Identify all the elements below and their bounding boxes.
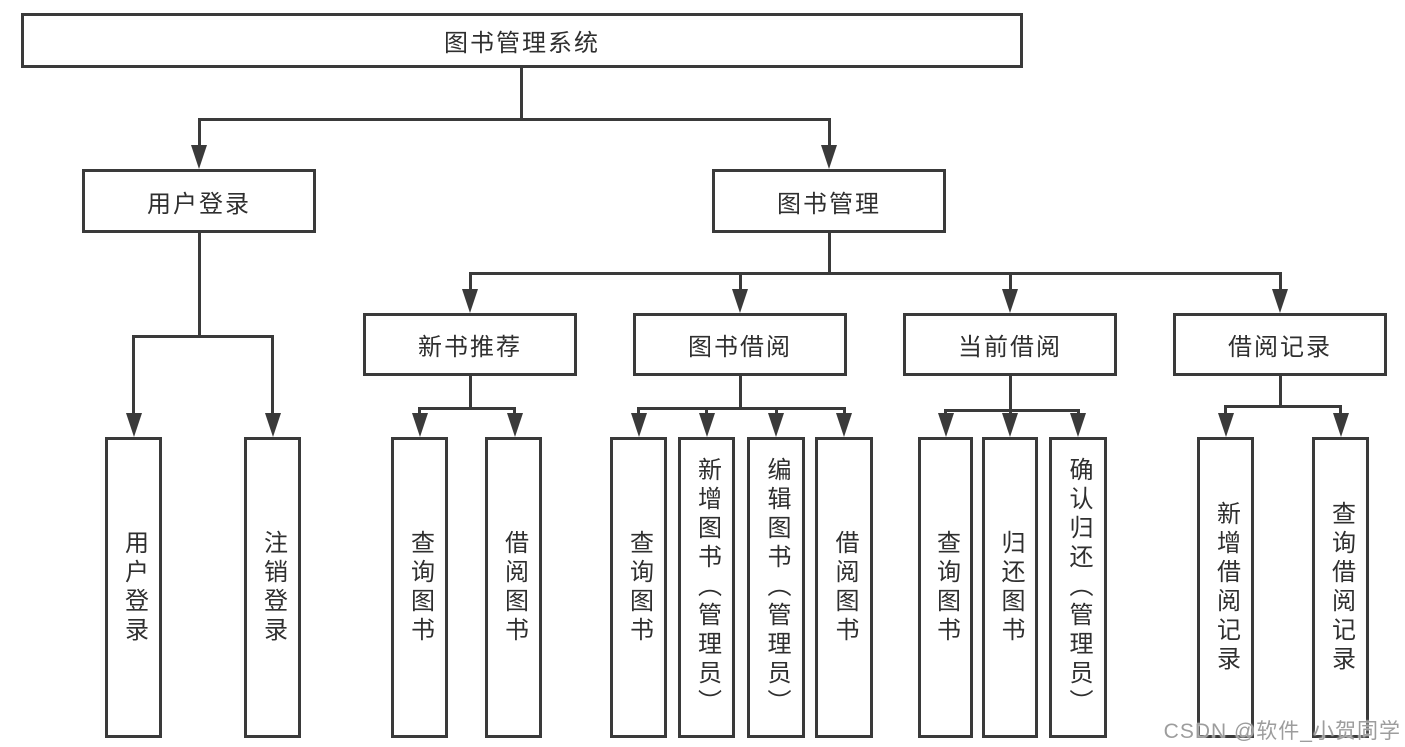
arrowhead-icon (462, 289, 478, 313)
leaf-return-books: 归还图书 (982, 437, 1038, 738)
leaf-add-borrow-record: 新增借阅记录 (1197, 437, 1254, 738)
arrowhead-icon (191, 145, 207, 169)
connector-bus (418, 407, 516, 410)
leaf-label: 查询图书 (932, 529, 960, 646)
leaf-label: 用户登录 (120, 529, 148, 646)
node-label: 用户登录 (147, 190, 251, 218)
arrowhead-icon (836, 413, 852, 437)
connector-drop (705, 407, 708, 415)
node-label: 当前借阅 (958, 334, 1062, 361)
connector-stem (197, 233, 201, 338)
leaf-borrow-books: 借阅图书 (815, 437, 873, 738)
connector-drop (132, 335, 135, 415)
leaf-add-books-admin: 新增图书（管理员） (678, 437, 735, 738)
arrowhead-icon (1332, 413, 1349, 437)
connector-root-stem (519, 68, 523, 120)
connector-stem (827, 233, 831, 275)
node-label: 图书管理系统 (444, 30, 600, 57)
connector-root-bus (197, 118, 831, 121)
connector-stem (1278, 376, 1282, 408)
leaf-label: 借阅图书 (500, 529, 528, 646)
leaf-label: 新增图书（管理员） (693, 457, 721, 718)
arrowhead-icon (937, 413, 954, 437)
arrowhead-icon (768, 413, 784, 437)
leaf-confirm-return-admin: 确认归还（管理员） (1049, 437, 1107, 738)
leaf-label: 注销登录 (259, 529, 287, 646)
node-current-borrow: 当前借阅 (903, 313, 1117, 376)
connector-drop (738, 272, 742, 294)
connector-bus (637, 407, 846, 410)
leaf-label: 查询图书 (406, 529, 434, 646)
leaf-query-books-recommend: 查询图书 (391, 437, 448, 738)
leaf-edit-books-admin: 编辑图书（管理员） (747, 437, 805, 738)
arrowhead-icon (1002, 289, 1018, 313)
leaf-label: 归还图书 (997, 529, 1024, 646)
leaf-label: 确认归还（管理员） (1065, 457, 1092, 718)
connector-drop (1008, 409, 1012, 415)
arrowhead-icon (821, 145, 837, 169)
node-borrow-records: 借阅记录 (1173, 313, 1387, 376)
arrowhead-icon (1272, 289, 1288, 313)
node-label: 借阅记录 (1228, 334, 1332, 361)
leaf-label: 查询借阅记录 (1327, 500, 1355, 675)
connector-bus (1224, 405, 1342, 408)
leaf-borrow-books-recommend: 借阅图书 (485, 437, 542, 738)
leaf-query-books-current: 查询图书 (918, 437, 973, 738)
node-book-management: 图书管理 (712, 169, 946, 233)
connector-drop (1339, 405, 1342, 415)
arrowhead-icon (411, 413, 428, 437)
arrowhead-icon (264, 413, 281, 437)
node-new-book-recommend: 新书推荐 (363, 313, 577, 376)
connector-stem (738, 376, 742, 410)
connector-stem (1008, 376, 1012, 412)
connector-drop (197, 118, 201, 148)
arrowhead-icon (506, 413, 523, 437)
connector-drop (827, 118, 831, 148)
node-label: 图书管理 (777, 190, 881, 218)
leaf-user-login: 用户登录 (105, 437, 162, 738)
arrowhead-icon (698, 413, 715, 437)
connector-drop (513, 407, 516, 415)
arrowhead-icon (1070, 413, 1086, 437)
connector-drop (1076, 409, 1080, 415)
arrowhead-icon (125, 413, 142, 437)
connector-drop (418, 407, 421, 415)
leaf-label: 查询图书 (625, 529, 653, 646)
connector-drop (1278, 272, 1282, 294)
connector-drop (842, 407, 846, 415)
leaf-label: 编辑图书（管理员） (763, 457, 790, 718)
node-label: 图书借阅 (688, 334, 792, 361)
leaf-query-borrow-record: 查询借阅记录 (1312, 437, 1369, 738)
node-library-system: 图书管理系统 (21, 13, 1023, 68)
arrowhead-icon (732, 289, 748, 313)
connector-drop (271, 335, 274, 415)
connector-stem (468, 376, 472, 410)
leaf-label: 新增借阅记录 (1212, 500, 1240, 675)
leaf-label: 借阅图书 (831, 529, 858, 646)
node-label: 新书推荐 (418, 334, 522, 361)
connector-drop (774, 407, 778, 415)
node-user-login: 用户登录 (82, 169, 316, 233)
connector-bus (944, 409, 1080, 412)
connector-drop (944, 409, 947, 415)
arrowhead-icon (630, 413, 647, 437)
connector-bus (468, 272, 1282, 275)
connector-drop (468, 272, 472, 294)
arrowhead-icon (1217, 413, 1234, 437)
connector-bus (132, 335, 274, 338)
arrowhead-icon (1002, 413, 1018, 437)
node-book-borrow: 图书借阅 (633, 313, 847, 376)
connector-drop (1008, 272, 1012, 294)
leaf-logout-login: 注销登录 (244, 437, 301, 738)
connector-drop (1224, 405, 1227, 415)
connector-drop (637, 407, 640, 415)
watermark: CSDN @软件_小贺同学 (1163, 720, 1401, 743)
leaf-query-books-borrow: 查询图书 (610, 437, 667, 738)
